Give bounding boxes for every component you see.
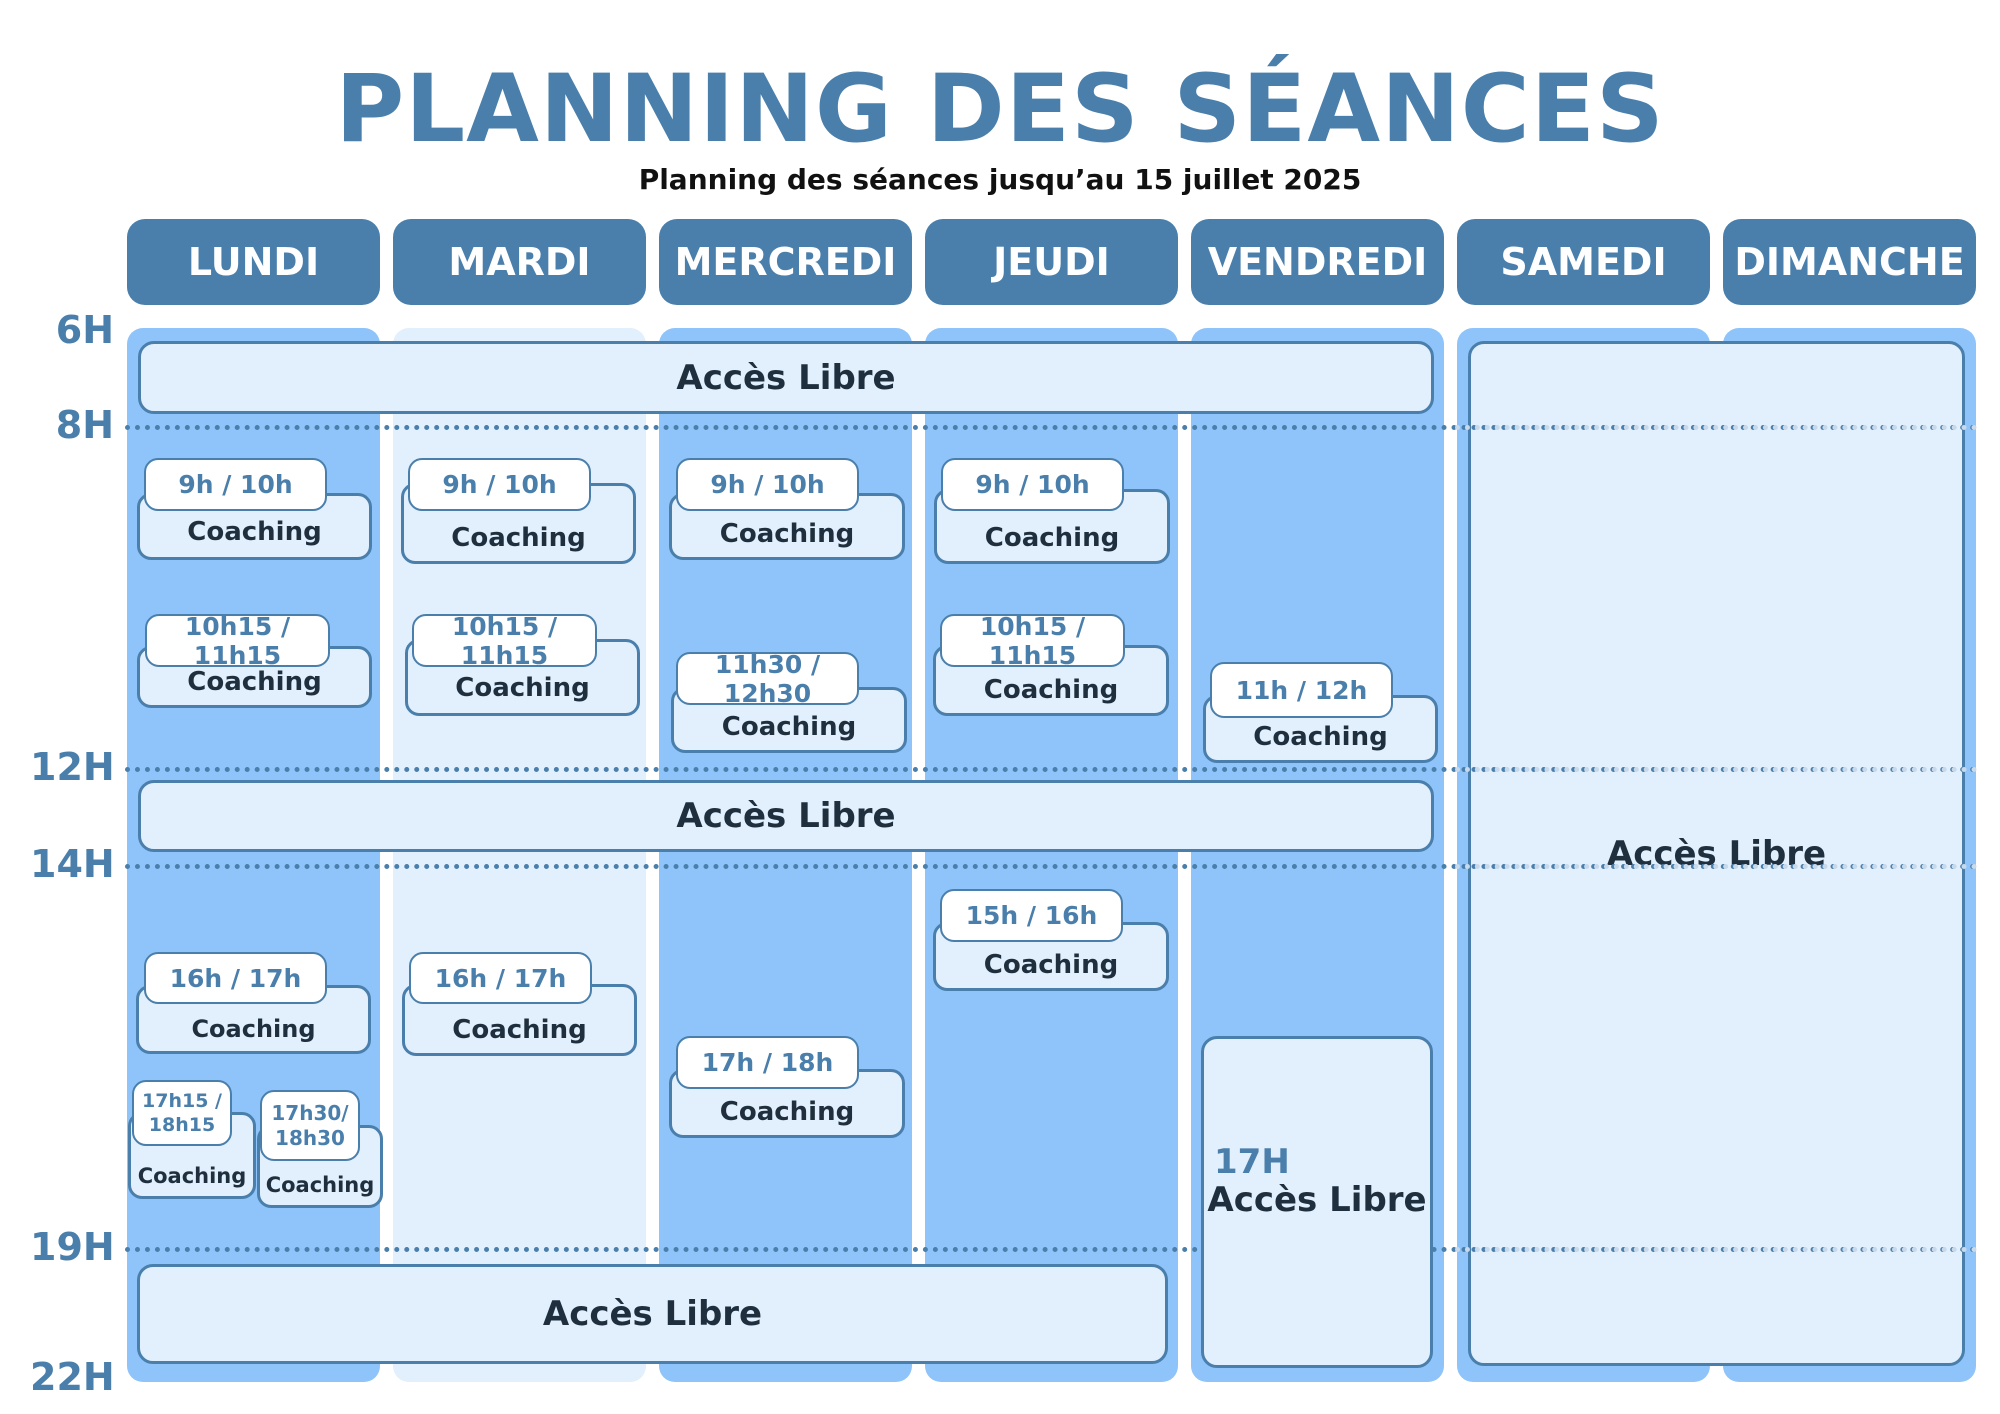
session-card: Coaching 17h15 / 18h15	[128, 1080, 256, 1200]
session-time: 16h / 17h	[409, 952, 592, 1004]
session-label: Coaching	[128, 1112, 256, 1199]
session-time: 17h30/ 18h30	[260, 1090, 360, 1161]
session-card: Coaching 9h / 10h	[934, 458, 1170, 566]
day-header-vendredi: VENDREDI	[1191, 219, 1444, 305]
hour-label-19h: 19H	[30, 1225, 115, 1269]
session-time: 9h / 10h	[408, 458, 591, 511]
session-card: Coaching 15h / 16h	[933, 889, 1169, 993]
session-card: Coaching 17h / 18h	[669, 1036, 905, 1140]
session-card: Coaching 10h15 / 11h15	[933, 612, 1169, 718]
hour-gridline-12h-weekend	[1455, 767, 1977, 772]
day-header-dimanche: DIMANCHE	[1723, 219, 1976, 305]
day-header-samedi: SAMEDI	[1457, 219, 1710, 305]
page-subtitle: Planning des séances jusqu’au 15 juillet…	[638, 163, 1362, 196]
free-access-evening: Accès Libre	[137, 1264, 1168, 1364]
session-time: 9h / 10h	[941, 458, 1124, 511]
session-time: 16h / 17h	[144, 952, 327, 1004]
session-time: 10h15 / 11h15	[412, 612, 597, 670]
hour-gridline-12h	[125, 767, 1977, 772]
session-card: Coaching 11h / 12h	[1203, 662, 1438, 765]
session-card: Coaching 10h15 / 11h15	[137, 612, 372, 710]
session-time: 10h15 / 11h15	[145, 612, 330, 670]
session-time: 9h / 10h	[144, 458, 327, 511]
session-card: Coaching 9h / 10h	[137, 458, 372, 562]
session-card: Coaching 17h30/ 18h30	[257, 1090, 383, 1210]
friday-evening-free-access-label: Accès Libre	[1207, 1180, 1427, 1220]
hour-gridline-8h-weekend	[1455, 425, 1977, 430]
hour-gridline-19h-weekend	[1455, 1247, 1977, 1252]
free-access-weekend: Accès Libre	[1468, 341, 1965, 1366]
day-header-jeudi: JEUDI	[925, 219, 1178, 305]
session-card: Coaching 16h / 17h	[402, 952, 637, 1058]
day-header-mardi: MARDI	[393, 219, 646, 305]
day-header-lundi: LUNDI	[127, 219, 380, 305]
page-title: PLANNING DES SÉANCES	[335, 55, 1665, 164]
free-access-morning: Accès Libre	[138, 341, 1434, 414]
friday-evening-start-time: 17H	[1214, 1142, 1290, 1182]
session-time: 9h / 10h	[676, 458, 859, 511]
hour-gridline-14h-weekend	[1455, 864, 1977, 869]
session-card: Coaching 9h / 10h	[401, 458, 636, 566]
hour-label-8h: 8H	[55, 403, 114, 447]
hour-label-12h: 12H	[30, 745, 115, 789]
hour-gridline-8h	[125, 425, 1977, 430]
hour-gridline-14h	[125, 864, 1977, 869]
session-time: 17h15 / 18h15	[132, 1080, 232, 1146]
hour-label-22h: 22H	[30, 1355, 115, 1399]
free-access-midday: Accès Libre	[138, 780, 1434, 852]
session-time: 11h / 12h	[1210, 662, 1393, 718]
session-time: 15h / 16h	[940, 889, 1123, 942]
session-time: 10h15 / 11h15	[940, 612, 1125, 670]
session-card: Coaching 10h15 / 11h15	[405, 612, 640, 718]
session-card: Coaching 11h30 / 12h30	[671, 650, 907, 755]
session-time: 11h30 / 12h30	[676, 650, 859, 708]
session-time: 17h / 18h	[676, 1036, 859, 1089]
session-card: Coaching 9h / 10h	[669, 458, 905, 562]
hour-label-6h: 6H	[55, 308, 114, 352]
hour-gridline-19h	[125, 1247, 1977, 1252]
day-header-mercredi: MERCREDI	[659, 219, 912, 305]
free-access-friday-evening	[1201, 1036, 1433, 1368]
hour-label-14h: 14H	[30, 842, 115, 886]
session-card: Coaching 16h / 17h	[136, 952, 371, 1056]
